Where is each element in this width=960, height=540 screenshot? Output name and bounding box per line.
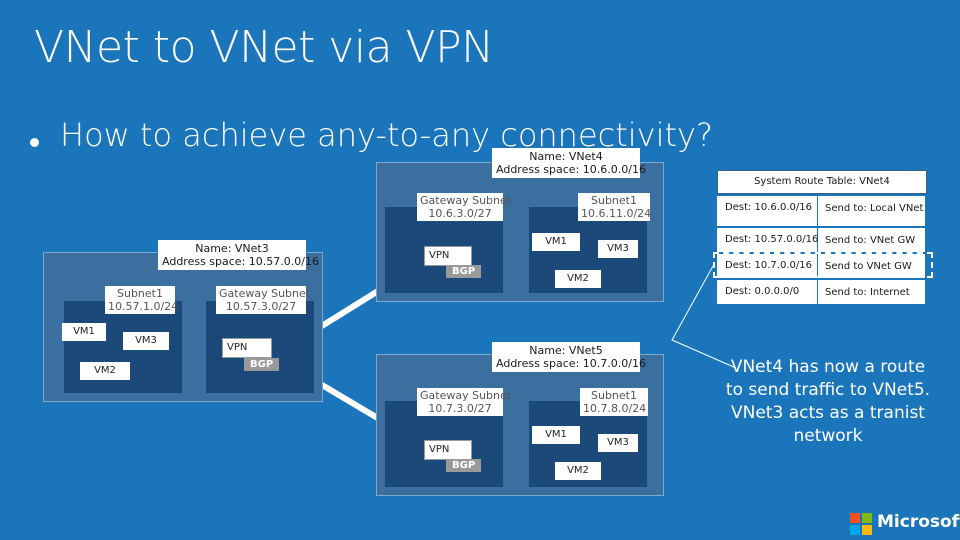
vnet5-name-label: Name: VNet5 Address space: 10.7.0.0/16 [492,342,646,372]
vnet3-address: Address space: 10.57.0.0/16 [162,255,319,268]
route-send: Send to: VNet GW [825,235,916,246]
vnet3-name: Name: VNet3 [195,242,269,255]
vnet3-name-label: Name: VNet3 Address space: 10.57.0.0/16 [158,240,319,270]
route-dest: Dest: 10.57.0.0/16 [725,234,819,245]
vnet5-vm2: VM2 [555,462,601,480]
vnet5-vm1: VM1 [532,426,580,444]
bullet-dot [30,138,39,147]
slide-title: VNet to VNet via VPN [34,22,494,73]
vnet5-box [376,354,664,496]
route-table-row: Dest: 10.6.0.0/16 Send to: Local VNet [717,196,925,226]
vnet5-address: Address space: 10.7.0.0/16 [496,357,646,370]
vnet4-name-label: Name: VNet4 Address space: 10.6.0.0/16 [492,148,646,178]
route-table-title: System Route Table: VNet4 [717,170,927,194]
vnet3-vm1: VM1 [62,323,106,341]
route-table-row: Dest: 0.0.0.0/0 Send to: Internet [717,280,925,304]
route-dest: Dest: 10.6.0.0/16 [725,202,812,213]
vnet5-bgp-badge: BGP [446,459,482,472]
vnet5-vpn-gateway: VPN [424,440,472,460]
route-send: Send to: Internet [825,287,910,298]
vnet3-bgp-badge: BGP [244,358,280,371]
vnet4-address: Address space: 10.6.0.0/16 [496,163,646,176]
route-send: Send to VNet GW [825,261,912,272]
vnet3-vm3: VM3 [123,332,169,350]
vnet4-vm1: VM1 [532,233,580,251]
route-dest: Dest: 10.7.0.0/16 [725,260,812,271]
vnet3-vpn-gateway: VPN [222,338,272,358]
microsoft-logo-text: Microsoft [877,512,960,532]
route-dest: Dest: 0.0.0.0/0 [725,286,800,297]
vnet4-box [376,162,664,302]
microsoft-logo-icon [850,513,872,535]
vnet3-vm2: VM2 [80,362,130,380]
route-send: Send to: Local VNet [825,203,924,214]
callout-note: VNet4 has now a route to send traffic to… [725,357,931,446]
route-table-row: Dest: 10.57.0.0/16 Send to: VNet GW [717,228,925,252]
vnet4-vpn-gateway: VPN [424,246,472,266]
vnet4-name: Name: VNet4 [529,150,603,163]
vnet4-bgp-badge: BGP [446,265,482,278]
vnet5-name: Name: VNet5 [529,344,603,357]
vnet4-vm2: VM2 [555,270,601,288]
route-table-row-highlighted: Dest: 10.7.0.0/16 Send to VNet GW [717,254,925,278]
route-highlight-box [713,252,933,278]
callout-line [671,265,737,369]
vnet4-vm3: VM3 [598,240,638,258]
bullet-text: How to achieve any-to-any connectivity? [60,116,713,154]
vnet5-vm3: VM3 [598,434,638,452]
